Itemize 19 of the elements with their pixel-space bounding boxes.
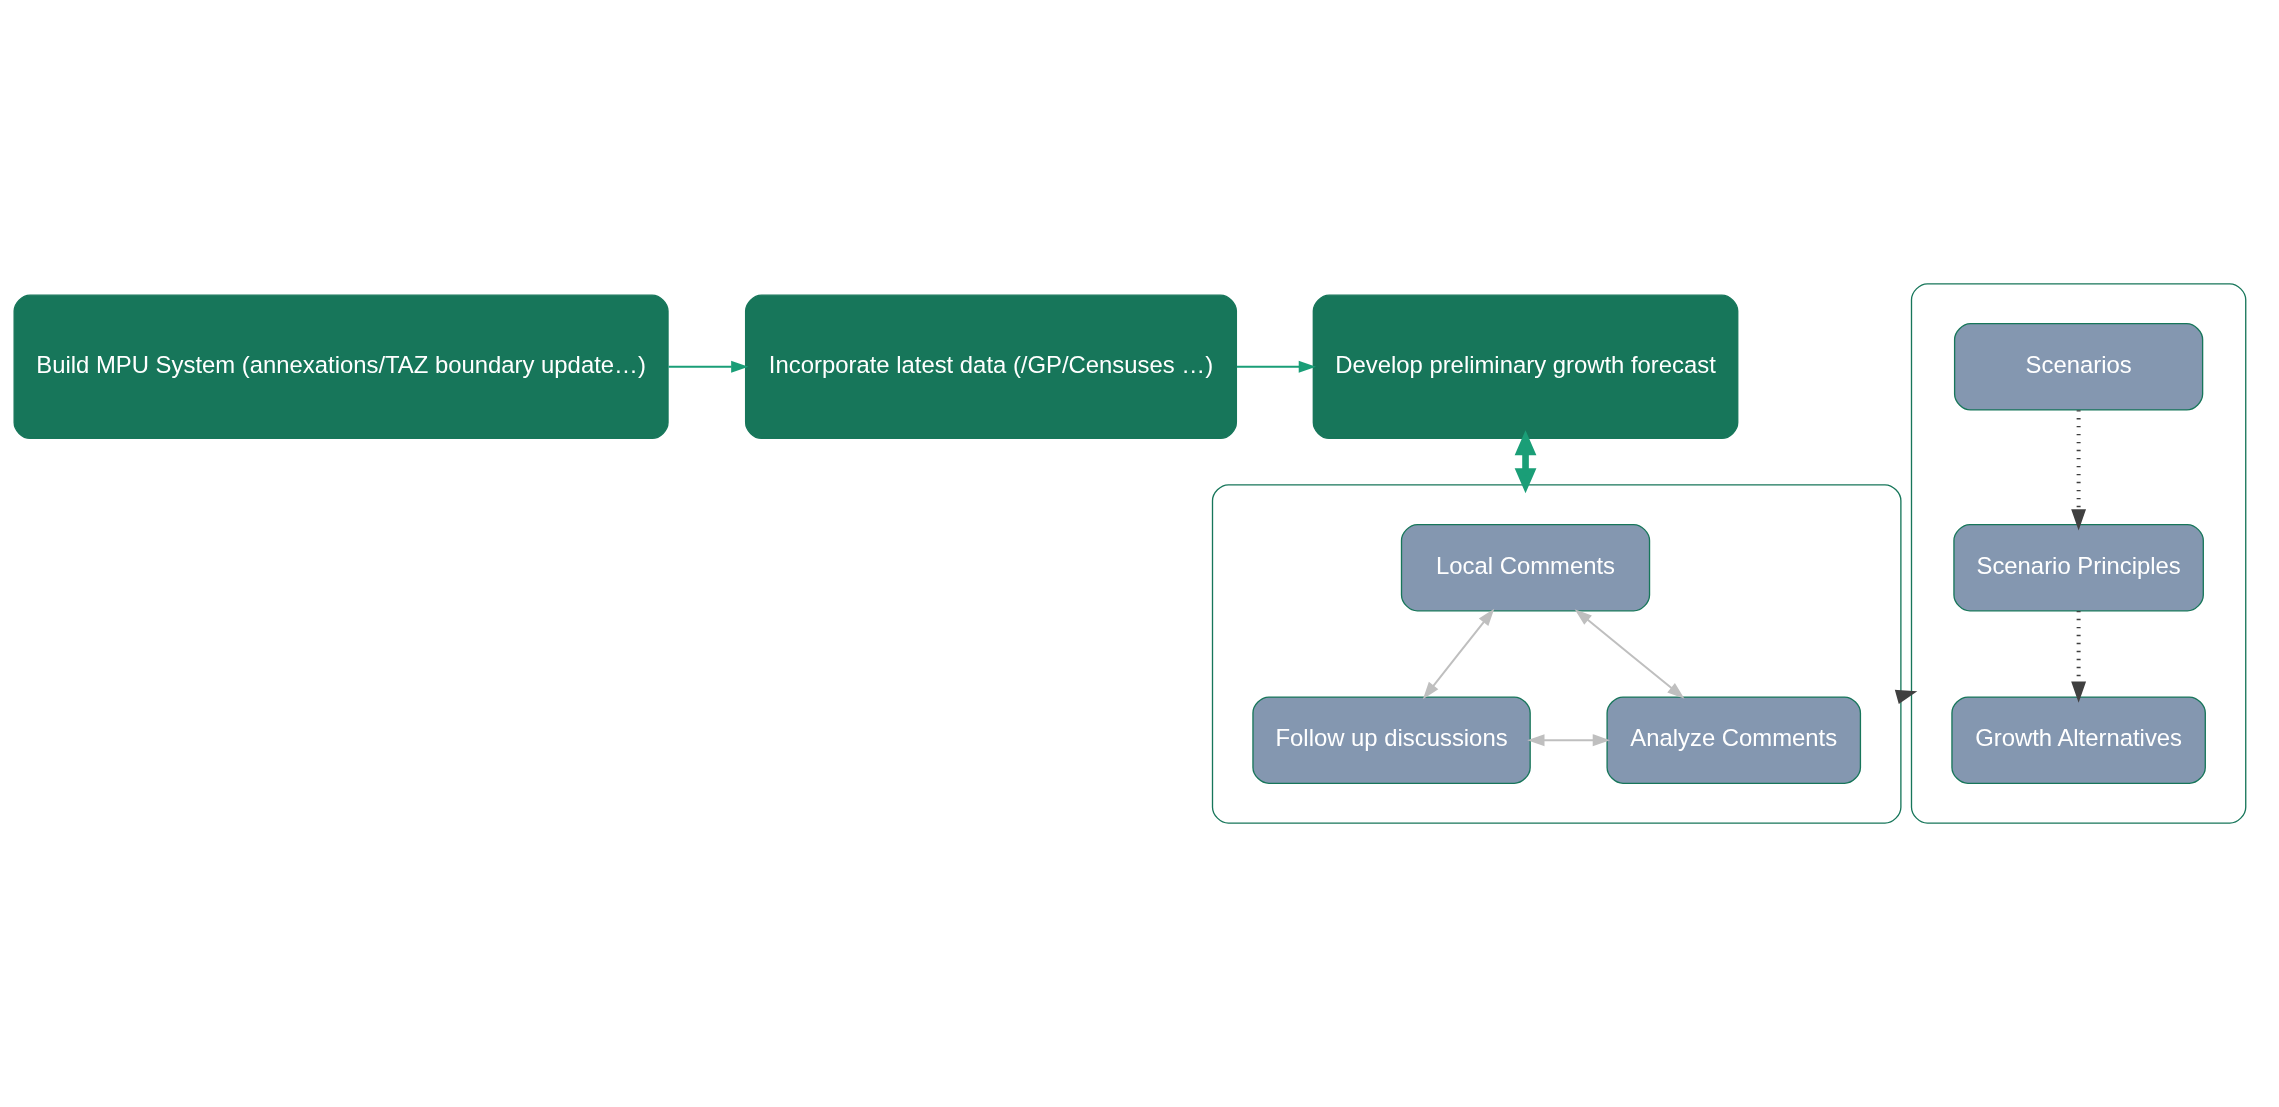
arrow — [2071, 410, 2087, 531]
cluster — [1211, 484, 1902, 824]
arrow — [1574, 609, 1685, 699]
node-box: Local Comments — [1400, 524, 1651, 612]
node-box: Follow up discussions — [1252, 696, 1531, 784]
node-box: Analyze Comments — [1606, 696, 1862, 784]
node-box: Incorporate latest data (/GP/Censuses …) — [744, 294, 1238, 440]
cluster — [1910, 283, 2247, 824]
arrow — [2071, 611, 2087, 703]
node-box: Build MPU System (annexations/TAZ boundary update…) — [13, 294, 669, 440]
arrow — [1527, 734, 1610, 747]
arrow — [1514, 430, 1537, 494]
node-box: Growth Alternatives — [1951, 696, 2206, 784]
arrow — [667, 360, 749, 373]
arrow — [1235, 360, 1316, 373]
node-box: Scenario Principles — [1953, 524, 2204, 612]
arrow — [1422, 608, 1495, 700]
node-box: Develop preliminary growth forecast — [1312, 294, 1739, 440]
node-box: Scenarios — [1953, 323, 2204, 411]
